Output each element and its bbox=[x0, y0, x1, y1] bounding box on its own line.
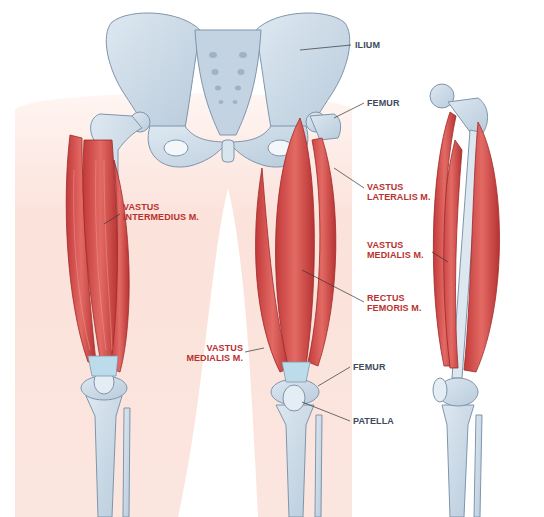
middle-muscles bbox=[256, 118, 336, 372]
part-label: ILIUM bbox=[355, 40, 415, 50]
part-label: VASTUS MEDIALIS M. bbox=[181, 343, 243, 364]
right-muscles bbox=[433, 112, 499, 372]
part-label: VASTUS INTERMEDIUS M. bbox=[123, 202, 205, 223]
middle-tendon bbox=[282, 362, 310, 382]
middle-bones bbox=[271, 112, 341, 517]
sacral-holes bbox=[209, 52, 247, 104]
part-label: VASTUS MEDIALIS M. bbox=[367, 240, 429, 261]
left-tendon bbox=[88, 356, 118, 376]
part-label: RECTUS FEMORIS M. bbox=[367, 293, 429, 314]
part-label: VASTUS LATERALIS M. bbox=[367, 182, 433, 203]
part-label: FEMUR bbox=[353, 362, 413, 372]
body-silhouette bbox=[15, 94, 352, 517]
part-label: PATELLA bbox=[353, 416, 413, 426]
leader-lines bbox=[104, 45, 448, 421]
part-label: FEMUR bbox=[367, 98, 427, 108]
left-muscles bbox=[66, 135, 129, 372]
